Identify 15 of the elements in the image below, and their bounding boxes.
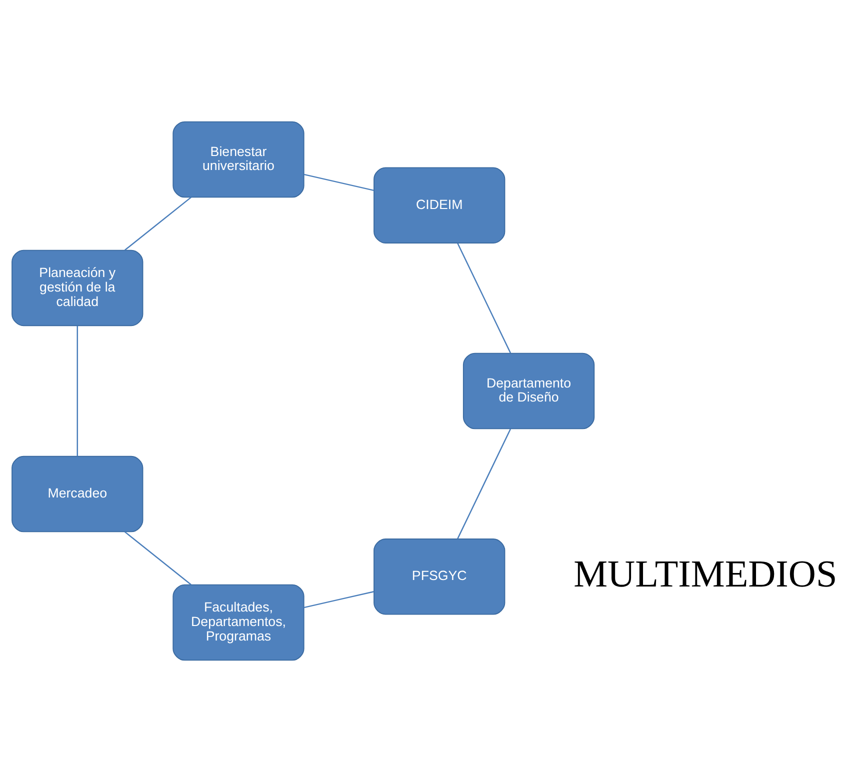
connector — [457, 428, 512, 539]
connector — [76, 326, 78, 456]
connector — [457, 243, 512, 354]
connector — [304, 174, 374, 192]
connector — [124, 196, 192, 251]
node-box: PFSGYC — [374, 538, 506, 615]
node-box: CIDEIM — [374, 167, 506, 244]
node-box: Bienestar universitario — [172, 121, 304, 198]
node-box: Facultades, Departamentos, Programas — [172, 584, 304, 661]
connector — [124, 531, 192, 586]
node-box: Planeación y gestión de la calidad — [12, 250, 144, 326]
node-box: Departamento de Diseño — [462, 352, 595, 430]
node-box: Mercadeo — [12, 456, 144, 532]
connector — [304, 591, 374, 608]
label: MULTIMEDIOS — [574, 554, 838, 596]
